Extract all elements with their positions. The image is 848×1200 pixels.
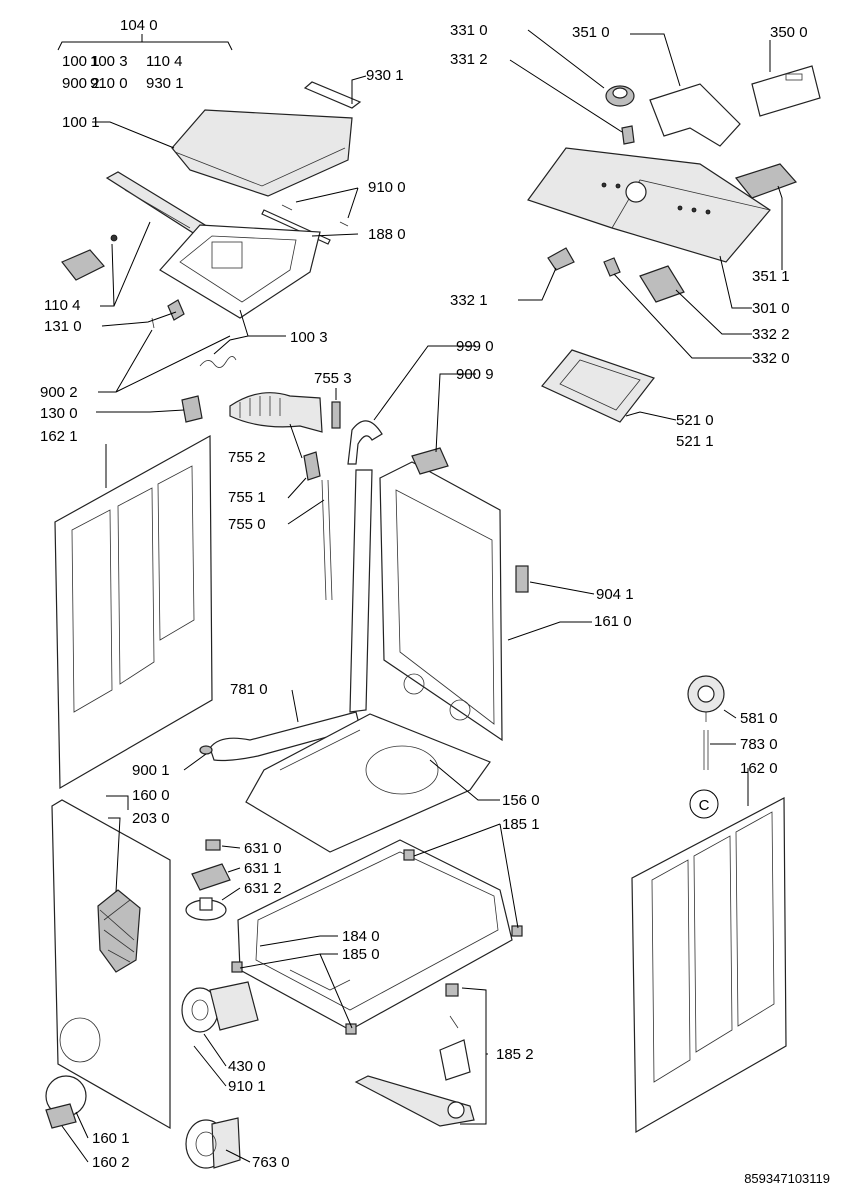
- part-strip-930: [303, 81, 362, 109]
- label-930-1-header: 930 1: [146, 75, 184, 92]
- label-100-3: 100 3: [290, 329, 328, 346]
- part-base-156: [245, 713, 491, 853]
- part-pump-430: [181, 981, 259, 1033]
- part-feet-185: [231, 849, 523, 1035]
- label-521-1: 521 1: [676, 433, 714, 450]
- label-763-0: 763 0: [252, 1154, 290, 1171]
- part-131: [151, 299, 185, 329]
- part-rear-frame: [379, 461, 503, 742]
- part-drain-hose: [209, 420, 383, 762]
- part-631: [185, 839, 231, 921]
- part-spring: [199, 356, 237, 368]
- part-front-panel: [51, 799, 171, 1130]
- part-door-160-1: [45, 1075, 87, 1129]
- label-350-0: 350 0: [770, 24, 808, 41]
- label-331-2: 331 2: [450, 51, 488, 68]
- label-351-1: 351 1: [752, 268, 790, 285]
- leader-lines: [57, 29, 783, 1163]
- label-904-1: 904 1: [596, 586, 634, 603]
- part-top-frame: [159, 224, 321, 319]
- label-781-0: 781 0: [230, 681, 268, 698]
- document-number: 859347103119: [744, 1171, 830, 1186]
- part-screws-910: [281, 204, 349, 227]
- part-581: [687, 675, 725, 722]
- label-100-1: 100 1: [62, 114, 100, 131]
- part-904-1: [515, 565, 529, 593]
- part-panel-350: [751, 65, 821, 117]
- label-521-0: 521 0: [676, 412, 714, 429]
- part-900-1: [199, 745, 213, 755]
- label-162-0: 162 0: [740, 760, 778, 777]
- label-331-0: 331 0: [450, 22, 488, 39]
- label-160-2: 160 2: [92, 1154, 130, 1171]
- part-351-1: [734, 163, 798, 199]
- label-430-0: 430 0: [228, 1058, 266, 1075]
- label-185-0: 185 0: [342, 946, 380, 963]
- part-module-521: [541, 349, 655, 423]
- part-755-3: [331, 401, 341, 429]
- part-front-trim: [105, 171, 206, 237]
- label-755-2: 755 2: [228, 449, 266, 466]
- part-top-lid: [171, 109, 353, 197]
- label-755-0: 755 0: [228, 516, 266, 533]
- label-900-2-header: 900 2: [62, 75, 100, 92]
- label-160-0: 160 0: [132, 787, 170, 804]
- c-mark-text: C: [699, 797, 710, 814]
- label-581-0: 581 0: [740, 710, 778, 727]
- label-631-1: 631 1: [244, 860, 282, 877]
- label-999-0: 999 0: [456, 338, 494, 355]
- label-631-2: 631 2: [244, 880, 282, 897]
- label-900-1: 900 1: [132, 762, 170, 779]
- label-110-4: 110 4: [44, 297, 80, 314]
- label-131-0: 131 0: [44, 318, 82, 335]
- part-side-panel-left: [54, 434, 213, 790]
- label-100-1-header: 100 1: [62, 53, 100, 70]
- part-control-panel: [527, 147, 771, 263]
- label-755-1: 755 1: [228, 489, 266, 506]
- label-755-3: 755 3: [314, 370, 352, 387]
- label-184-0: 184 0: [342, 928, 380, 945]
- label-301-0: 301 0: [752, 300, 790, 317]
- part-filter-763: [185, 1117, 241, 1169]
- part-block-130: [181, 395, 203, 423]
- label-332-0: 332 0: [752, 350, 790, 367]
- label-185-1: 185 1: [502, 816, 540, 833]
- label-930-1: 930 1: [366, 67, 404, 84]
- part-tube-755: [303, 451, 333, 601]
- label-160-1: 160 1: [92, 1130, 130, 1147]
- part-rod-783: [703, 730, 709, 770]
- callout-labels: 104 0 100 1 900 2 100 3 910 0 110 4 930 …: [40, 17, 830, 1186]
- part-latch: [61, 234, 118, 281]
- part-knob: [605, 85, 635, 145]
- part-foot-assembly-185-2: [354, 983, 475, 1127]
- part-332: [547, 247, 685, 303]
- label-783-0: 783 0: [740, 736, 778, 753]
- label-104-0: 104 0: [120, 17, 158, 34]
- label-910-0-header: 910 0: [90, 75, 128, 92]
- part-hose-755-2: [229, 392, 323, 433]
- label-156-0: 156 0: [502, 792, 540, 809]
- label-161-0: 161 0: [594, 613, 632, 630]
- part-bracket-351: [649, 83, 741, 147]
- label-910-0: 910 0: [368, 179, 406, 196]
- label-631-0: 631 0: [244, 840, 282, 857]
- c-mark: C: [689, 789, 719, 819]
- label-110-4-header: 110 4: [146, 53, 182, 70]
- label-332-2: 332 2: [752, 326, 790, 343]
- label-900-2: 900 2: [40, 384, 78, 401]
- label-188-0: 188 0: [368, 226, 406, 243]
- label-162-1: 162 1: [40, 428, 78, 445]
- label-203-0: 203 0: [132, 810, 170, 827]
- label-332-1: 332 1: [450, 292, 488, 309]
- part-bracket-900-9: [411, 447, 449, 475]
- label-100-3-header: 100 3: [90, 53, 128, 70]
- label-130-0: 130 0: [40, 405, 78, 422]
- part-side-panel-right: [631, 797, 787, 1134]
- label-351-0: 351 0: [572, 24, 610, 41]
- label-910-1: 910 1: [228, 1078, 266, 1095]
- label-185-2: 185 2: [496, 1046, 534, 1063]
- label-900-9: 900 9: [456, 366, 494, 383]
